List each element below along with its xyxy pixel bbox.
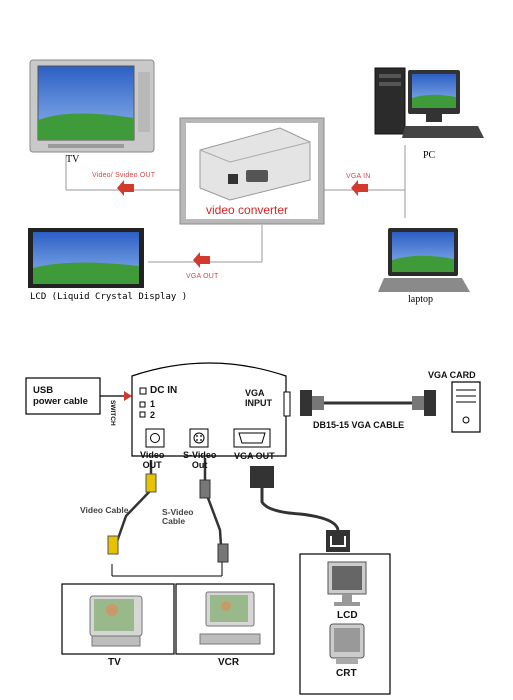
arrow-vga-in-label: VGA IN	[346, 173, 371, 180]
tv-label: TV	[66, 154, 80, 165]
svideo-cable	[199, 458, 229, 563]
laptop-label: laptop	[408, 294, 433, 305]
tv-image	[89, 595, 143, 647]
vga-input-label: VGA INPUT	[245, 388, 272, 408]
arrow-vga-in	[351, 180, 368, 196]
video-cable	[107, 460, 157, 555]
usb-power-label: USB power cable	[33, 385, 88, 407]
crt-label: CRT	[336, 668, 357, 679]
video-cable-label: Video Cable	[80, 505, 129, 515]
arrow-vga-out-label: VGA OUT	[186, 273, 219, 280]
tv-bottom-label: TV	[108, 657, 121, 668]
lcd-bottom-label: LCD	[337, 610, 358, 621]
svideo-cable-label: S-Video Cable	[162, 507, 194, 526]
vga-cable-label: DB15-15 VGA CABLE	[313, 420, 405, 430]
laptop-device	[378, 228, 470, 292]
usb-box	[25, 377, 101, 415]
arrow-tv-out	[117, 180, 134, 196]
crt-monitor-image	[329, 623, 365, 664]
pc-label: PC	[423, 150, 436, 161]
vga-out-cable	[250, 466, 350, 552]
video-converter-label: video converter	[206, 203, 289, 217]
tv-device	[29, 59, 155, 153]
vga-out-label: VGA OUT	[234, 451, 275, 461]
vga-card-label: VGA CARD	[428, 370, 476, 380]
vga-card-tower	[451, 381, 481, 433]
arrow-vga-out	[193, 252, 210, 268]
lcd-label: LCD (Liquid Crystal Display )	[30, 292, 188, 302]
switch-pos-2: 2	[150, 410, 156, 420]
dc-in-label: DC IN	[150, 385, 178, 396]
vcr-image	[199, 591, 261, 645]
bottom-diagram	[25, 362, 481, 695]
switch-pos-1: 1	[150, 399, 156, 409]
pc-device	[374, 67, 484, 138]
top-diagram	[28, 59, 484, 292]
lcd-device	[28, 228, 144, 288]
arrow-tv-out-label: Video/ Svideo OUT	[92, 172, 156, 179]
switch-label: SWITCH	[109, 400, 116, 426]
video-converter-device	[179, 117, 325, 225]
vga-cable	[300, 390, 436, 416]
lcd-monitor-image	[327, 561, 367, 606]
vcr-label: VCR	[218, 657, 240, 668]
video-out-label: Video OUT	[140, 450, 165, 470]
svideo-out-label: S-Video Out	[183, 450, 217, 470]
